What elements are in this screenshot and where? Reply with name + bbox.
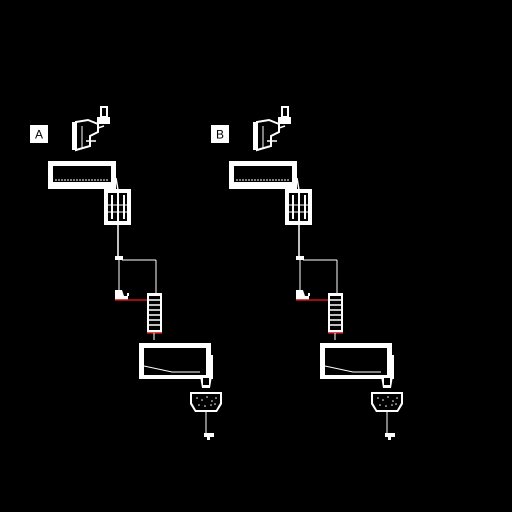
panel-b-top-dispenser (253, 106, 291, 152)
panel-b-outlet-nozzle (385, 412, 395, 440)
panel-b-spring-column (328, 293, 343, 340)
panel-b-pipe-1 (296, 177, 300, 191)
panel-b-valve (296, 290, 329, 301)
panel-b-junction (296, 256, 338, 296)
panel-a-top-dispenser (72, 106, 110, 152)
panel-a-outlet-nozzle (204, 412, 214, 440)
panel-a-upper-tank (48, 161, 116, 189)
panel-a: A (30, 106, 222, 440)
panel-a-funnel (200, 376, 212, 388)
panel-a-label: A (30, 125, 48, 143)
panel-b-funnel (381, 376, 393, 388)
panel-b-collector (371, 392, 403, 412)
panel-a-filter-unit (104, 189, 131, 225)
panel-a-spring-column (147, 293, 162, 340)
panel-b-label-text: B (216, 128, 224, 142)
panel-a-collector (190, 392, 222, 412)
panel-a-junction (115, 256, 157, 296)
panel-b: B (211, 106, 403, 440)
panel-b-label: B (211, 125, 229, 143)
panel-b-filter-unit (285, 189, 312, 225)
panel-a-pipe-1 (115, 177, 119, 191)
panel-a-label-text: A (35, 128, 43, 142)
panel-a-valve (115, 290, 148, 301)
panel-b-lower-tank (320, 343, 394, 379)
panel-a-lower-tank (139, 343, 213, 379)
panel-b-upper-tank (229, 161, 297, 189)
